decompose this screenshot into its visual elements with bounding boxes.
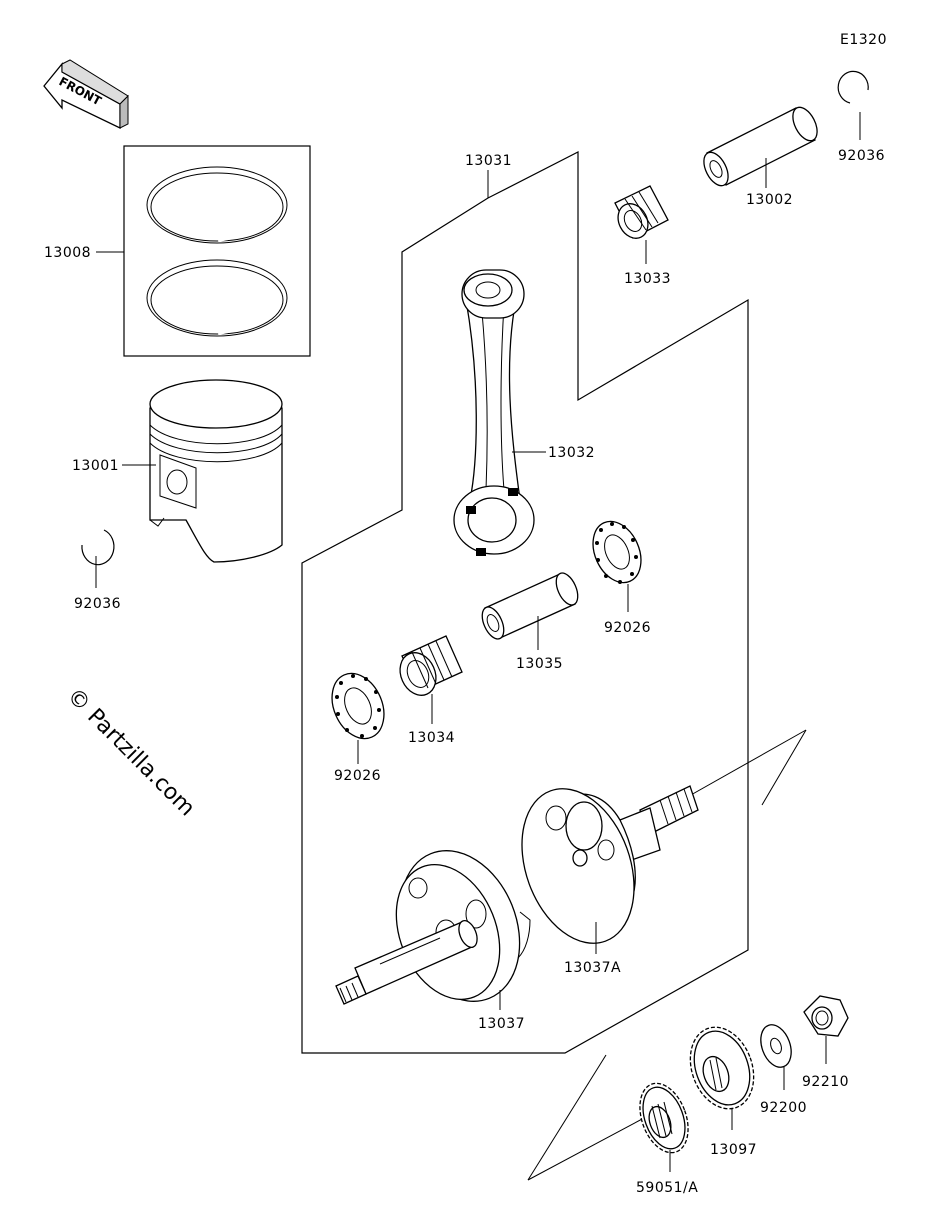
piston-pin xyxy=(703,106,818,187)
label-13035: 13035 xyxy=(516,656,563,672)
label-13001: 13001 xyxy=(72,458,119,474)
crankshaft-left-half xyxy=(335,850,531,1005)
piston-ring-lower xyxy=(146,259,288,337)
thrust-washer-left xyxy=(331,672,385,740)
needle-bearing-big-end xyxy=(399,635,463,696)
label-92036-right: 92036 xyxy=(838,148,885,164)
label-92200: 92200 xyxy=(760,1100,807,1116)
watermark: © Partzilla.com xyxy=(62,684,200,822)
label-59051: 59051/A xyxy=(636,1180,698,1196)
needle-bearing-small-end xyxy=(614,185,669,239)
piston xyxy=(149,379,283,563)
label-92210: 92210 xyxy=(802,1074,849,1090)
crankshaft-assembly-outline xyxy=(301,151,749,1054)
washer xyxy=(760,1024,792,1068)
diagram-code: E1320 xyxy=(840,32,887,48)
drive-gear xyxy=(639,1082,689,1154)
piston-ring-upper xyxy=(146,166,288,244)
circlip-left xyxy=(81,529,115,566)
label-92026-right: 92026 xyxy=(604,620,651,636)
label-13037A: 13037A xyxy=(564,960,621,976)
circlip-right xyxy=(837,70,869,104)
label-13034: 13034 xyxy=(408,730,455,746)
label-13002: 13002 xyxy=(746,192,793,208)
label-13037: 13037 xyxy=(478,1016,525,1032)
crankshaft-right-half xyxy=(521,729,807,944)
label-13097: 13097 xyxy=(710,1142,757,1158)
label-92036-left: 92036 xyxy=(74,596,121,612)
front-arrow-icon: FRONT xyxy=(43,59,129,130)
crankshaft-gear xyxy=(689,1026,755,1110)
label-13008: 13008 xyxy=(44,245,91,261)
label-92026-left: 92026 xyxy=(334,768,381,784)
label-13031: 13031 xyxy=(465,153,512,169)
label-13032: 13032 xyxy=(548,445,595,461)
nut xyxy=(803,995,849,1037)
label-13033: 13033 xyxy=(624,271,671,287)
thrust-washer-right xyxy=(592,520,642,584)
piston-ring-box xyxy=(123,145,311,357)
connecting-rod xyxy=(453,269,535,556)
gear-group-leaders xyxy=(527,1054,645,1181)
crank-pin xyxy=(481,572,579,640)
